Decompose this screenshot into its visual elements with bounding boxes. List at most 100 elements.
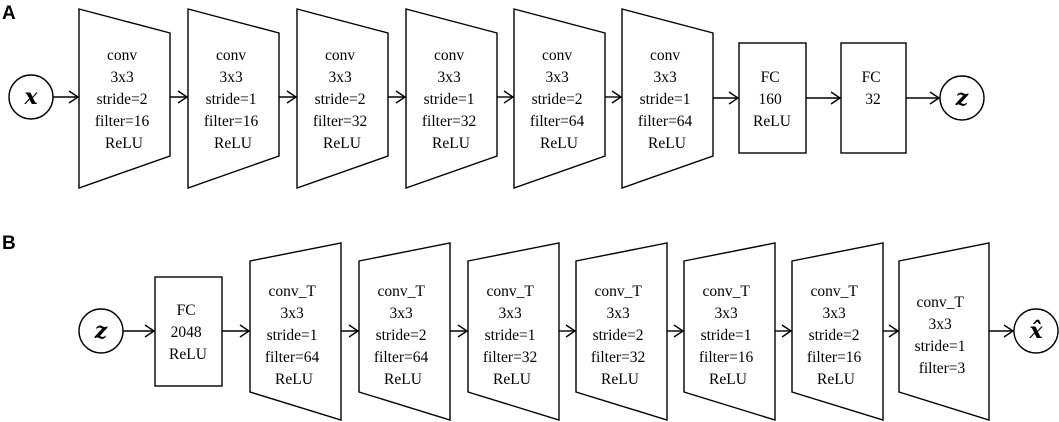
block-line: conv (107, 47, 137, 64)
panel-a-block-5-text: conv 3x3 stride=2 filter=64 ReLU (530, 47, 588, 152)
arrow (279, 90, 298, 104)
arrow (388, 90, 407, 104)
panel-a-block-1-shape (78, 8, 171, 189)
panel-a-label: A (2, 3, 16, 24)
panel-b-block-7-text: conv_T 3x3 stride=2 filter=16 ReLU (807, 283, 865, 388)
arrow (123, 324, 156, 338)
arrow (605, 90, 623, 104)
block-line: FC (862, 69, 881, 86)
block-line: stride=2 (376, 327, 427, 344)
panel-b-block-2-shape (249, 242, 342, 421)
panel-b-block-3: conv_T 3x3 stride=2 filter=64 ReLU (358, 242, 451, 421)
arrow (170, 90, 189, 104)
block-line: conv_T (703, 283, 751, 300)
block-line: stride=1 (485, 327, 536, 344)
panel-b-block-4-text: conv_T 3x3 stride=1 filter=32 ReLU (483, 283, 541, 388)
panel-b-input-symbol: z (94, 318, 108, 344)
arrow (497, 90, 515, 104)
panel-b-block-4-shape (467, 242, 560, 421)
block-line: 2048 (171, 324, 202, 341)
block-line: filter=16 (807, 349, 862, 366)
panel-b-output-symbol: x̂ (1028, 318, 1043, 344)
panel-b-label: B (2, 233, 16, 254)
block-line: ReLU (648, 135, 686, 152)
block-line: stride=2 (315, 91, 366, 108)
block-line: FC (761, 69, 780, 86)
block-line: filter=64 (530, 113, 585, 130)
panel-a-arrows (53, 90, 941, 105)
block-line: 3x3 (389, 305, 413, 322)
arrow (667, 324, 685, 338)
panel-b-block-6-text: conv_T 3x3 stride=1 filter=16 ReLU (699, 283, 757, 388)
block-line: filter=16 (204, 113, 259, 130)
panel-a-block-5: conv 3x3 stride=2 filter=64 ReLU (513, 8, 606, 189)
panel-a-block-6: conv 3x3 stride=1 filter=64 ReLU (621, 8, 714, 189)
arrow (906, 91, 941, 105)
block-line: stride=2 (809, 327, 860, 344)
block-line: filter=32 (483, 349, 537, 366)
block-line: ReLU (105, 135, 143, 152)
block-line: 3x3 (653, 69, 677, 86)
block-line: 3x3 (280, 305, 304, 322)
arrow (341, 324, 360, 338)
arrow (806, 91, 842, 105)
panel-a-block-7-shape (738, 42, 807, 154)
block-line: ReLU (214, 135, 252, 152)
block-line: stride=1 (267, 327, 318, 344)
block-line: filter=64 (638, 113, 693, 130)
panel-a-block-4-text: conv 3x3 stride=1 filter=32 ReLU (422, 47, 480, 152)
panel-b-block-1-text: FC 2048 ReLU (169, 302, 207, 363)
panel-a-block-3-text: conv 3x3 stride=2 filter=32 ReLU (313, 47, 371, 152)
block-line: 3x3 (219, 69, 243, 86)
panel-b-block-7-shape (791, 242, 884, 421)
block-line: conv_T (917, 294, 965, 311)
block-line: conv (542, 47, 572, 64)
panel-b-arrows (123, 324, 1015, 338)
panel-a-block-7: FC 160 ReLU (738, 42, 807, 154)
block-line: conv (434, 47, 464, 64)
panel-a-block-2-text: conv 3x3 stride=1 filter=16 ReLU (204, 47, 262, 152)
block-line: 3x3 (110, 69, 134, 86)
block-line: 3x3 (928, 316, 952, 333)
block-line: 160 (758, 91, 782, 108)
block-line: filter=32 (591, 349, 645, 366)
panel-b-output-node: x̂ (1013, 308, 1059, 354)
block-line: stride=1 (915, 338, 966, 355)
block-line: conv (216, 47, 246, 64)
block-line: ReLU (432, 135, 470, 152)
arrow (775, 324, 793, 338)
panel-b-block-1-shape (154, 276, 223, 387)
block-line: ReLU (169, 346, 207, 363)
panel-a-block-3: conv 3x3 stride=2 filter=32 ReLU (296, 8, 389, 189)
block-line: stride=1 (640, 91, 691, 108)
block-line: 3x3 (545, 69, 569, 86)
arrow (450, 324, 469, 338)
arrow (883, 324, 900, 338)
panel-a-block-8-shape (840, 42, 907, 154)
panel-b-block-3-text: conv_T 3x3 stride=2 filter=64 ReLU (374, 283, 432, 388)
panel-a-block-6-shape (621, 8, 714, 189)
block-line: stride=1 (701, 327, 752, 344)
block-line: stride=2 (532, 91, 583, 108)
panel-a-block-2-shape (187, 8, 280, 189)
block-line: conv_T (811, 283, 859, 300)
panel-a-output-symbol: z (955, 85, 969, 111)
arrow (713, 91, 740, 105)
block-line: filter=3 (919, 360, 966, 377)
block-line: filter=16 (95, 113, 150, 130)
panel-b-block-8-text: conv_T 3x3 stride=1 filter=3 (915, 294, 970, 377)
panel-a-input-symbol: x (23, 84, 38, 110)
block-line: filter=64 (374, 349, 429, 366)
panel-a-block-8: FC 32 (840, 42, 907, 154)
block-line: ReLU (753, 113, 791, 130)
block-line: 3x3 (606, 305, 630, 322)
panel-a-block-4: conv 3x3 stride=1 filter=32 ReLU (405, 8, 498, 189)
panel-b-block-3-shape (358, 242, 451, 421)
block-line: ReLU (817, 371, 855, 388)
block-line: 3x3 (822, 305, 846, 322)
block-line: 3x3 (437, 69, 461, 86)
block-line: conv_T (269, 283, 317, 300)
panel-b-decoder: B z x̂ FC 2048 ReLU conv_T 3x3 stride=1 … (2, 233, 1059, 421)
panel-a-block-7-text: FC 160 ReLU (753, 69, 791, 130)
block-line: filter=16 (699, 349, 754, 366)
